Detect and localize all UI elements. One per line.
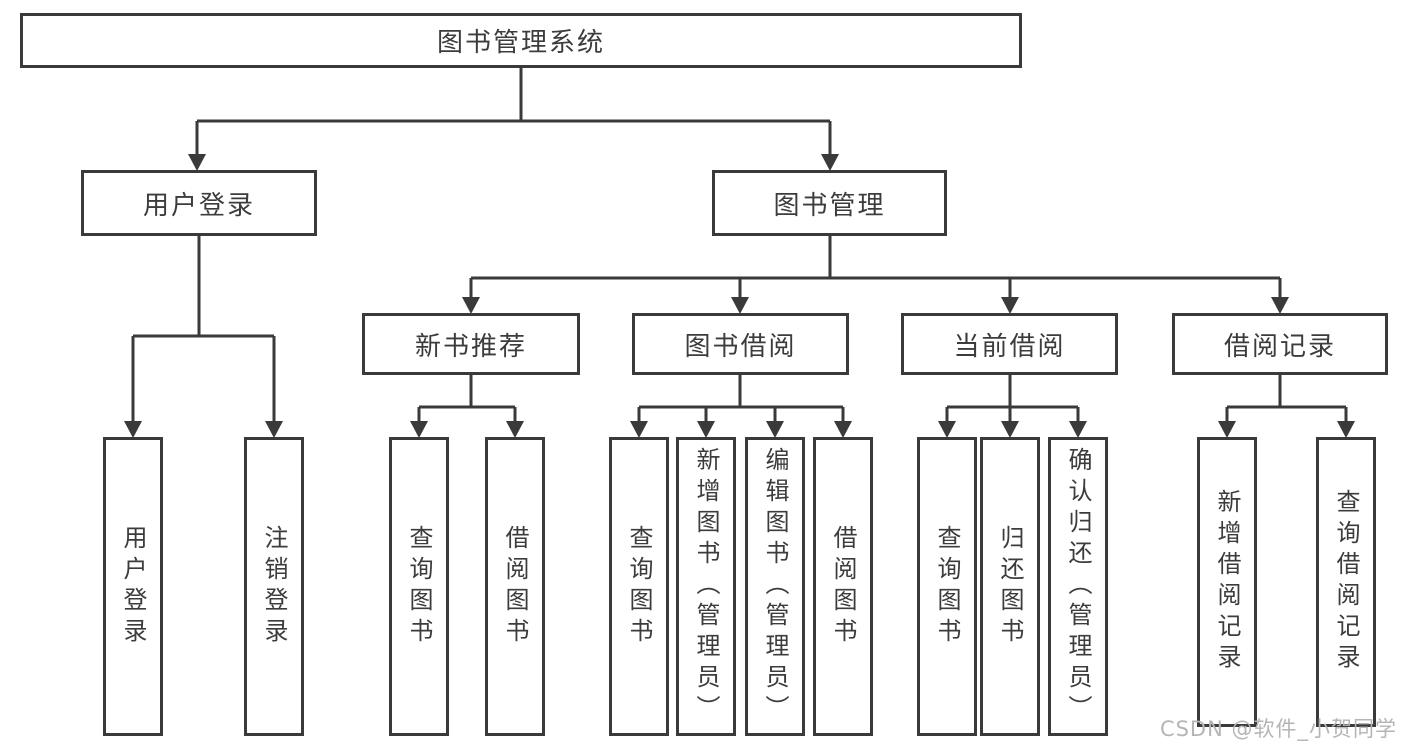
leaf-query-books-recommend: 查询图书 (389, 437, 449, 736)
leaf-edit-books-admin-label: 编辑图书（管理员） (761, 447, 789, 726)
node-borrowing-records: 借阅记录 (1172, 313, 1388, 375)
leaf-query-books-recommend-label: 查询图书 (405, 524, 433, 649)
leaf-query-books-current-label: 查询图书 (933, 524, 961, 649)
root-node-library-system: 图书管理系统 (20, 13, 1022, 68)
watermark-text: CSDN @软件_小贺同学 (1159, 717, 1397, 741)
leaf-logout-label: 注销登录 (260, 524, 288, 649)
node-book-borrowing-label: 图书借阅 (684, 331, 797, 362)
node-book-management-label: 图书管理 (773, 190, 886, 221)
node-current-borrowing-label: 当前借阅 (953, 331, 1066, 362)
leaf-borrow-books-recommend-label: 借阅图书 (501, 524, 529, 649)
node-book-borrowing: 图书借阅 (632, 313, 849, 375)
node-user-login-label: 用户登录 (142, 190, 255, 221)
node-current-borrowing: 当前借阅 (901, 313, 1118, 375)
leaf-query-borrow-record: 查询借阅记录 (1316, 437, 1376, 727)
leaf-query-books-current: 查询图书 (917, 437, 977, 736)
leaf-edit-books-admin: 编辑图书（管理员） (745, 437, 805, 736)
leaf-query-books-borrow-label: 查询图书 (625, 524, 653, 649)
leaf-borrow-books-recommend: 借阅图书 (485, 437, 545, 736)
root-node-label: 图书管理系统 (436, 28, 605, 58)
leaf-borrow-books-label: 借阅图书 (829, 524, 857, 649)
leaf-return-books: 归还图书 (980, 437, 1040, 736)
leaf-logout: 注销登录 (244, 437, 304, 736)
leaf-user-login: 用户登录 (103, 437, 163, 736)
node-new-book-recommend-label: 新书推荐 (414, 331, 527, 362)
node-user-login: 用户登录 (81, 170, 317, 236)
leaf-add-borrow-record-label: 新增借阅记录 (1213, 489, 1241, 675)
leaf-confirm-return-admin-label: 确认归还（管理员） (1064, 447, 1092, 726)
node-book-management: 图书管理 (712, 170, 947, 236)
leaf-query-borrow-record-label: 查询借阅记录 (1332, 489, 1360, 675)
leaf-user-login-label: 用户登录 (119, 524, 147, 649)
leaf-add-books-admin: 新增图书（管理员） (676, 437, 736, 736)
leaf-borrow-books: 借阅图书 (813, 437, 873, 736)
leaf-add-borrow-record: 新增借阅记录 (1197, 437, 1257, 727)
leaf-return-books-label: 归还图书 (996, 524, 1024, 649)
leaf-confirm-return-admin: 确认归还（管理员） (1048, 437, 1108, 736)
leaf-add-books-admin-label: 新增图书（管理员） (692, 447, 720, 726)
leaf-query-books-borrow: 查询图书 (609, 437, 669, 736)
node-borrowing-records-label: 借阅记录 (1223, 331, 1336, 362)
node-new-book-recommend: 新书推荐 (362, 313, 580, 375)
